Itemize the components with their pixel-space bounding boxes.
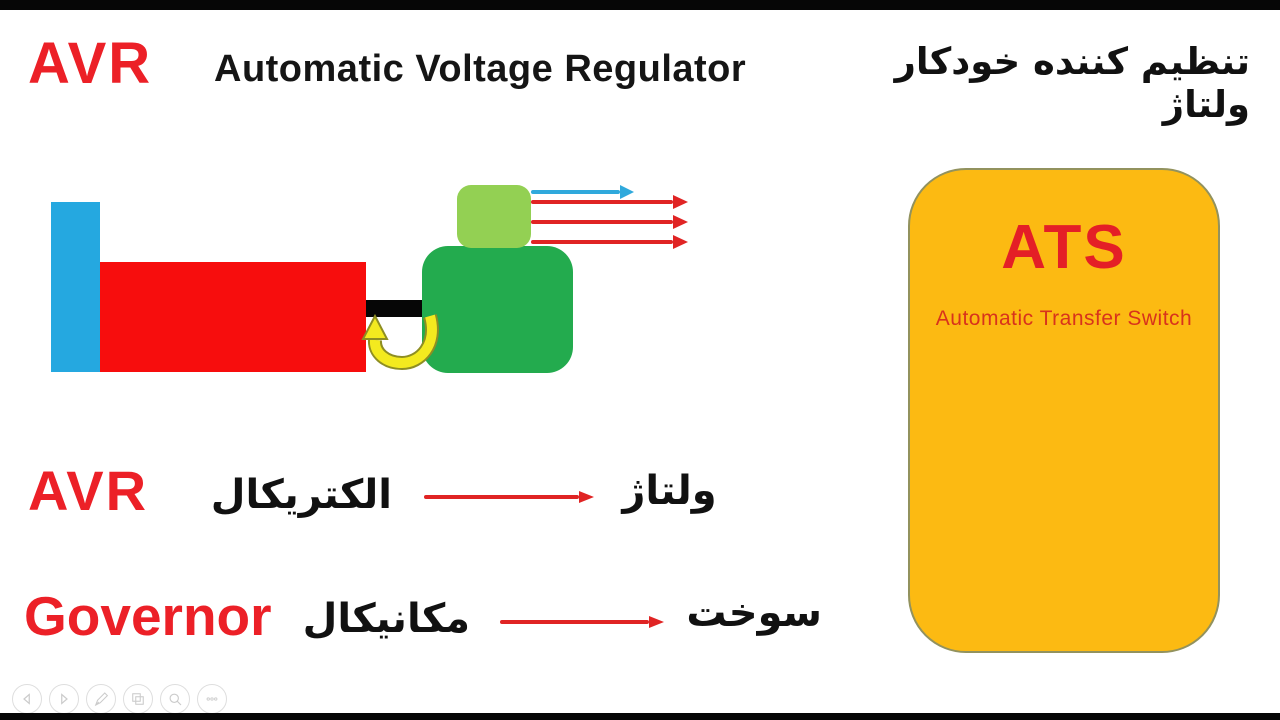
shaft-block bbox=[366, 300, 424, 317]
avr-unit-block bbox=[457, 185, 531, 248]
engine-block bbox=[422, 246, 573, 373]
avr-heading: AVR bbox=[28, 31, 153, 96]
governor-row-label: Governor bbox=[24, 585, 272, 647]
mechanical-label: مکانیکال bbox=[302, 596, 470, 642]
exciter-block bbox=[51, 202, 100, 372]
slide-overview-button[interactable] bbox=[123, 684, 153, 714]
letterbox-top bbox=[0, 0, 1280, 10]
generator-block bbox=[100, 262, 366, 372]
title-persian: تنظیم کننده خودکار ولتاژ bbox=[894, 40, 1250, 126]
voltage-label: ولتاژ bbox=[622, 468, 717, 514]
ellipsis-icon bbox=[206, 697, 218, 701]
title-english: Automatic Voltage Regulator bbox=[214, 48, 747, 90]
pencil-icon bbox=[94, 692, 109, 707]
previous-slide-button[interactable] bbox=[12, 684, 42, 714]
more-options-button[interactable] bbox=[197, 684, 227, 714]
fuel-label: سوخت bbox=[686, 590, 822, 636]
avr-row-label: AVR bbox=[28, 459, 149, 522]
zoom-tool-button[interactable] bbox=[160, 684, 190, 714]
previous-triangle-icon bbox=[23, 693, 30, 705]
slides-overview-icon bbox=[132, 693, 144, 705]
rotation-arrow-icon bbox=[361, 313, 439, 371]
letterbox-bottom bbox=[0, 713, 1280, 720]
next-triangle-icon bbox=[61, 693, 68, 705]
annotation-toolbar bbox=[12, 684, 227, 714]
electrical-label: الکتریکال bbox=[210, 472, 392, 518]
pen-tool-button[interactable] bbox=[86, 684, 116, 714]
ats-subtitle: Automatic Transfer Switch bbox=[935, 307, 1193, 330]
ats-card: ATS Automatic Transfer Switch bbox=[908, 168, 1220, 653]
ats-title: ATS bbox=[1001, 213, 1127, 282]
next-slide-button[interactable] bbox=[49, 684, 79, 714]
magnifier-icon bbox=[169, 693, 182, 706]
